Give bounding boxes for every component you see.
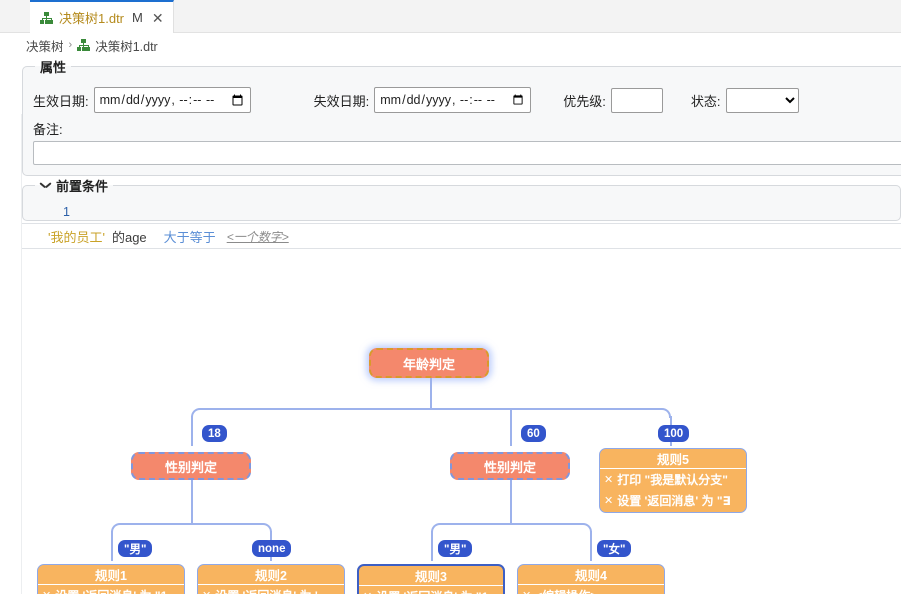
close-icon[interactable]: ✕: [152, 11, 164, 25]
rule-title: 规则2: [198, 565, 344, 585]
breadcrumb-current[interactable]: 决策树1.dtr: [95, 36, 158, 55]
expire-date-input[interactable]: [374, 87, 531, 113]
branch-badge-label: 100: [664, 428, 683, 440]
editor-page: 属性 生效日期: 失效日期: 优先级: 状态: 备注: 前置条件 1: [0, 57, 901, 594]
status-select[interactable]: [726, 88, 799, 113]
edge-level1-spine: [200, 408, 662, 410]
rule-action-label: 设置 '返回消息' 为 "1: [55, 587, 167, 594]
tree-node-label: 性别判定: [165, 457, 217, 476]
delete-action-icon[interactable]: ✕: [363, 590, 372, 594]
edge-level2-left-spine: [120, 523, 263, 525]
tree-node-label: 年龄判定: [403, 354, 455, 373]
precondition-panel: 前置条件 1: [22, 176, 901, 221]
rule-action[interactable]: ✕ 设置 '返回消息' 为 ': [198, 585, 344, 594]
branch-badge-60[interactable]: 60: [521, 425, 546, 442]
rule-action[interactable]: ✕ 设置 '返回消息' 为 "1: [359, 586, 503, 594]
condition-value-placeholder[interactable]: <一个数字>: [227, 228, 289, 245]
branch-badge-label: 60: [527, 428, 540, 440]
condition-operator[interactable]: 大于等于: [164, 227, 216, 246]
rule-action-label: 设置 '返回消息' 为 ': [215, 587, 318, 594]
edge-drop-18: [191, 416, 193, 446]
rule-title: 规则5: [600, 449, 746, 469]
properties-field-row: 生效日期: 失效日期: 优先级: 状态:: [33, 78, 901, 113]
sub-branch-badge-male-right[interactable]: "男": [438, 540, 472, 557]
edge-drop-60: [510, 408, 512, 446]
decision-tree-canvas: 年龄判定 18 60 100 性别判定 性别判定 规则5: [22, 284, 901, 594]
tab-decision-tree[interactable]: 决策树1.dtr M ✕: [30, 0, 174, 33]
tree-node-root[interactable]: 年龄判定: [369, 348, 489, 378]
precondition-legend-label: 前置条件: [56, 176, 108, 195]
rule-action-label: 设置 '返回消息' 为 "∃: [617, 492, 731, 509]
tree-node-gender-left[interactable]: 性别判定: [131, 452, 251, 480]
priority-label: 优先级:: [563, 91, 606, 110]
rule-action[interactable]: ✕ 设置 '返回消息' 为 "1: [38, 585, 184, 594]
rule-action-label: 设置 '返回消息' 为 "1: [376, 588, 488, 594]
rule-node-2[interactable]: 规则2 ✕ 设置 '返回消息' 为 ': [197, 564, 345, 594]
breadcrumb-separator-icon: ›: [69, 39, 73, 51]
edge-drop-male-right: [431, 531, 433, 561]
rule-action[interactable]: ✕ 打印 "我是默认分支": [600, 469, 746, 490]
condition-attribute[interactable]: 的age: [112, 227, 147, 246]
note-input-wrap: [33, 138, 901, 165]
sub-branch-badge-male-left[interactable]: "男": [118, 540, 152, 557]
condition-entity[interactable]: '我的员工': [48, 227, 105, 246]
properties-panel: 属性 生效日期: 失效日期: 优先级: 状态: 备注:: [22, 57, 901, 176]
branch-badge-label: 18: [208, 428, 221, 440]
effective-date-label: 生效日期:: [33, 91, 89, 110]
rule-title: 规则4: [518, 565, 664, 585]
sub-branch-badge-none[interactable]: none: [252, 540, 291, 557]
rule-action-label: <编辑操作>: [535, 587, 597, 594]
rule-title: 规则1: [38, 565, 184, 585]
sub-branch-badge-label: "女": [603, 541, 625, 557]
properties-legend: 属性: [35, 57, 71, 76]
left-gutter: [0, 114, 22, 594]
decision-tree-icon: [40, 12, 53, 24]
breadcrumb: 决策树 › 决策树1.dtr: [0, 33, 901, 57]
note-label: 备注:: [33, 113, 901, 138]
edge-root-stem: [430, 378, 432, 408]
priority-input[interactable]: [611, 88, 663, 113]
rule-action-label: 打印 "我是默认分支": [617, 471, 728, 488]
edge-drop-female: [590, 531, 592, 561]
rule-action[interactable]: ✕ <编辑操作>: [518, 585, 664, 594]
condition-row[interactable]: '我的员工' 的age 大于等于 <一个数字>: [22, 223, 901, 249]
edge-drop-male-left: [111, 531, 113, 561]
edge-gender-right-stem: [510, 480, 512, 523]
sub-branch-badge-label: "男": [124, 541, 146, 557]
note-input[interactable]: [33, 141, 901, 165]
tab-title: 决策树1.dtr: [59, 8, 124, 27]
delete-action-icon[interactable]: ✕: [202, 589, 211, 594]
status-label: 状态:: [691, 91, 721, 110]
sub-branch-badge-label: "男": [444, 541, 466, 557]
edge-gender-left-stem: [191, 480, 193, 523]
precondition-index: 1: [33, 197, 890, 219]
sub-branch-badge-female[interactable]: "女": [597, 540, 631, 557]
chevron-down-icon[interactable]: [40, 182, 51, 189]
rule-node-4[interactable]: 规则4 ✕ <编辑操作>: [517, 564, 665, 594]
precondition-legend[interactable]: 前置条件: [35, 176, 113, 195]
decision-tree-icon: [77, 39, 90, 51]
edge-level2-right-spine: [440, 523, 583, 525]
rule-action[interactable]: ✕ 设置 '返回消息' 为 "∃: [600, 490, 746, 511]
branch-badge-100[interactable]: 100: [658, 425, 689, 442]
rule-node-1[interactable]: 规则1 ✕ 设置 '返回消息' 为 "1: [37, 564, 185, 594]
effective-date-input[interactable]: [94, 87, 251, 113]
delete-action-icon[interactable]: ✕: [42, 589, 51, 594]
tab-bar-gutter: [0, 0, 30, 32]
delete-action-icon[interactable]: ✕: [522, 589, 531, 594]
tab-modified-indicator: M: [132, 10, 143, 25]
tree-node-gender-right[interactable]: 性别判定: [450, 452, 570, 480]
delete-action-icon[interactable]: ✕: [604, 494, 613, 507]
branch-badge-18[interactable]: 18: [202, 425, 227, 442]
sub-branch-badge-label: none: [258, 543, 285, 555]
tree-node-label: 性别判定: [484, 457, 536, 476]
breadcrumb-root[interactable]: 决策树: [26, 36, 64, 55]
rule-title: 规则3: [359, 566, 503, 586]
rule-node-5[interactable]: 规则5 ✕ 打印 "我是默认分支" ✕ 设置 '返回消息' 为 "∃: [599, 448, 747, 513]
expire-date-label: 失效日期:: [314, 91, 370, 110]
delete-action-icon[interactable]: ✕: [604, 473, 613, 486]
tab-bar: 决策树1.dtr M ✕: [0, 0, 901, 33]
rule-node-3[interactable]: 规则3 ✕ 设置 '返回消息' 为 "1 ✕ 打印 "60-男": [357, 564, 505, 594]
